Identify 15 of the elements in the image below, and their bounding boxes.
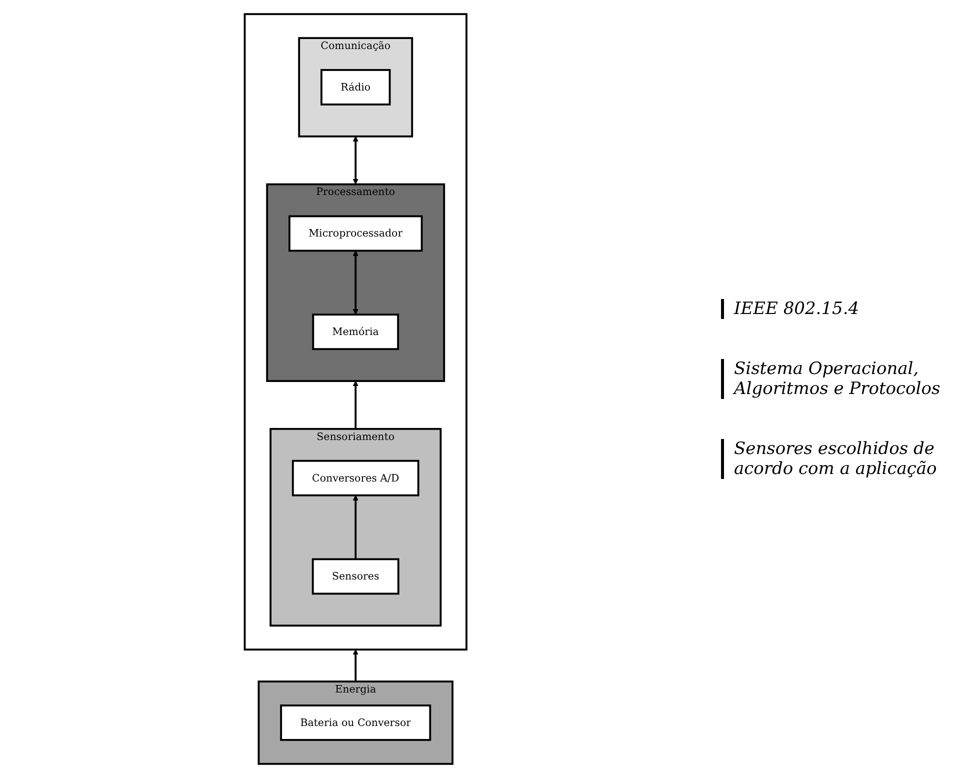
arrow: [352, 380, 358, 429]
cluster: [244, 13, 468, 651]
annotation-text: Sistema Operacional, Algoritmos e Protocolos: [721, 359, 961, 399]
node-box: Memória: [312, 314, 399, 350]
arrow: [352, 136, 358, 184]
node-box: Microprocessador: [288, 215, 423, 252]
node-box: Sensores: [312, 558, 400, 595]
arrow: [352, 250, 358, 315]
node-box: Rádio: [320, 69, 391, 106]
arrow: [352, 649, 358, 682]
node-box: Bateria ou Conversor: [280, 704, 431, 741]
node-box: Conversores A/D: [292, 460, 420, 496]
annotation-text: Sensores escolhidos de acordo com a aplicação: [721, 439, 961, 479]
annotation-text: IEEE 802.15.4: [721, 299, 961, 319]
arrow: [352, 495, 358, 560]
